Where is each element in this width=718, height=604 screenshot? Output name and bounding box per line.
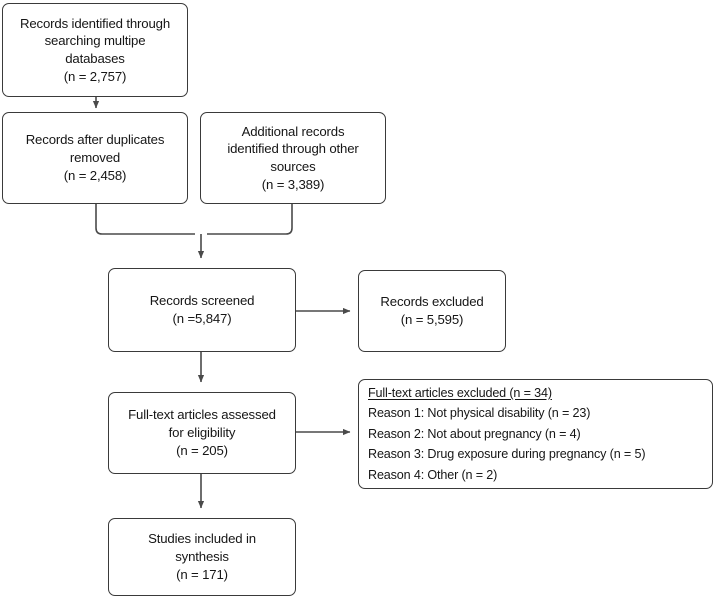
node-records-screened: Records screened (n =5,847) — [108, 268, 296, 352]
node-line: Studies included in — [148, 531, 256, 547]
node-line: sources — [270, 159, 316, 174]
node-records-excluded: Records excluded (n = 5,595) — [358, 270, 506, 352]
exclusion-reason-1: Reason 1: Not physical disability (n = 2… — [368, 406, 591, 421]
node-count: (n = 171) — [176, 566, 228, 582]
node-line: synthesis — [175, 549, 229, 565]
exclusion-reason-4: Reason 4: Other (n = 2) — [368, 467, 498, 482]
node-records-identified: Records identified through searching mul… — [2, 3, 188, 97]
node-additional-records: Additional records identified through ot… — [200, 112, 386, 204]
node-count: (n = 2,757) — [63, 68, 127, 84]
node-records-after-duplicates-removed: Records after duplicates removed (n = 2,… — [2, 112, 188, 204]
node-count: (n = 5,595) — [400, 312, 464, 327]
node-fulltext-articles-assessed: Full-text articles assessed for eligibil… — [108, 392, 296, 474]
node-line: Records identified through — [19, 15, 171, 31]
exclusion-heading: Full-text articles excluded (n = 34) — [368, 386, 552, 401]
node-line: identified through other — [227, 141, 359, 157]
node-line: Records after duplicates — [25, 132, 165, 148]
node-count: (n =5,847) — [172, 311, 232, 326]
connector-merge-to-screened — [95, 204, 293, 259]
node-line: for eligibility — [168, 425, 236, 441]
node-line: searching multipe — [44, 33, 146, 49]
node-fulltext-exclusion-reasons: Full-text articles excluded (n = 34) Rea… — [358, 379, 713, 489]
exclusion-reason-2: Reason 2: Not about pregnancy (n = 4) — [368, 426, 581, 441]
node-line: removed — [69, 150, 121, 166]
node-line: databases — [65, 51, 125, 66]
node-line: Records screened — [149, 293, 255, 309]
node-line: Records excluded — [380, 294, 484, 310]
node-line: Additional records — [241, 123, 345, 139]
exclusion-reason-3: Reason 3: Drug exposure during pregnancy… — [368, 447, 646, 462]
node-count: (n = 205) — [176, 442, 228, 458]
node-line: Full-text articles assessed — [128, 407, 276, 423]
node-count: (n = 3,389) — [261, 176, 325, 192]
node-studies-included-in-synthesis: Studies included in synthesis (n = 171) — [108, 518, 296, 596]
node-count: (n = 2,458) — [63, 167, 127, 183]
